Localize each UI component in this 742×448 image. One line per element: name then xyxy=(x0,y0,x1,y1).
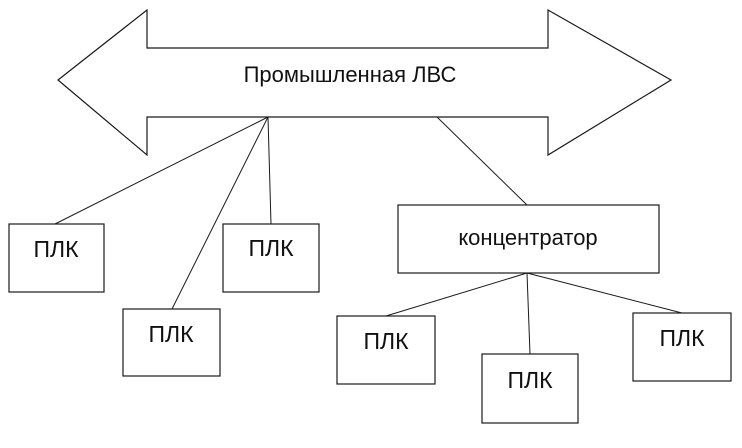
plc-node-3: ПЛК xyxy=(222,223,320,293)
link-hub-plc-6 xyxy=(526,272,683,314)
plc-label: ПЛК xyxy=(363,328,409,354)
plc-box xyxy=(481,353,579,424)
link-bus-plc-3 xyxy=(267,116,272,225)
plc-label: ПЛК xyxy=(148,321,194,347)
plc-node-2: ПЛК xyxy=(122,308,221,377)
industrial-lan-bus: Промышленная ЛВС xyxy=(57,8,673,157)
hub-box xyxy=(397,204,660,274)
link-hub-plc-4 xyxy=(385,272,528,317)
hub-label: концентратор xyxy=(458,225,597,250)
plc-node-5: ПЛК xyxy=(481,353,579,424)
plc-box xyxy=(122,308,221,377)
plc-box xyxy=(336,315,436,385)
connections xyxy=(54,116,683,355)
link-bus-plc-1 xyxy=(54,116,269,225)
plc-box xyxy=(222,223,320,293)
plc-node-6: ПЛК xyxy=(632,312,732,382)
hub-node: концентратор xyxy=(397,204,660,274)
plc-box xyxy=(632,312,732,382)
plc-label: ПЛК xyxy=(659,325,705,351)
link-bus-plc-2 xyxy=(171,116,269,310)
plc-box xyxy=(8,223,105,293)
bus-label: Промышленная ЛВС xyxy=(244,62,457,87)
plc-label: ПЛК xyxy=(507,367,553,393)
link-bus-hub xyxy=(436,116,528,206)
plc-label: ПЛК xyxy=(248,235,294,261)
plc-label: ПЛК xyxy=(33,236,79,262)
link-hub-plc-5 xyxy=(526,272,531,355)
double-arrow-shape xyxy=(57,8,673,157)
plc-node-4: ПЛК xyxy=(336,315,436,385)
plc-node-1: ПЛК xyxy=(8,223,105,293)
